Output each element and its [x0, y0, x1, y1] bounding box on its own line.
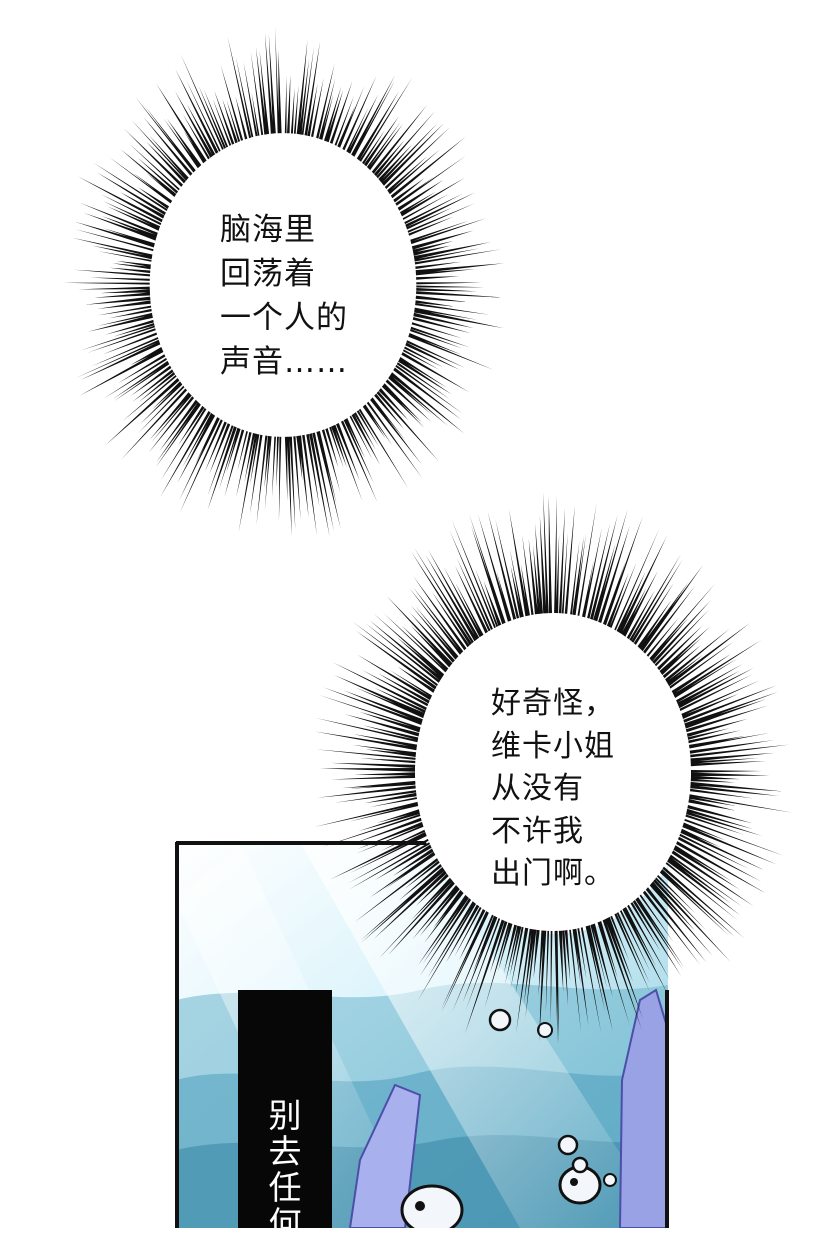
caption-char: 任: [268, 1168, 302, 1207]
caption-text: 别 去 任 何: [238, 1098, 332, 1242]
bubble-1-line: 一个人的: [220, 300, 348, 336]
bubble-1-line: 回荡着: [220, 256, 316, 292]
bubble-2-line: 从没有: [491, 771, 584, 806]
bubble-1-text: 脑海里 回荡着 一个人的 声音……: [220, 208, 348, 384]
bubble-spikes: [63, 26, 505, 537]
bubble-2-line: 出门啊。: [491, 856, 615, 891]
bubble-2-line: 不许我: [491, 813, 584, 849]
bubble-fill: [147, 130, 419, 440]
thought-burst-bubble-1: [63, 26, 505, 537]
bubble-1-line: 声音……: [220, 344, 348, 380]
bubble-fill: [412, 609, 694, 935]
caption-char: 别: [268, 1096, 302, 1135]
bubble-1-line: 脑海里: [220, 212, 316, 248]
thought-burst-bubble-2: [314, 492, 793, 1045]
bubble-2-line: 好奇怪，: [491, 686, 615, 721]
bubble-2-text: 好奇怪， 维卡小姐 从没有 不许我 出门啊。: [491, 683, 615, 896]
bubble-2-line: 维卡小姐: [491, 728, 615, 764]
vertical-caption-box: 别 去 任 何: [238, 990, 332, 1242]
bubble-spikes: [314, 492, 793, 1045]
caption-char: 何: [268, 1204, 302, 1243]
caption-char: 去: [268, 1132, 302, 1171]
